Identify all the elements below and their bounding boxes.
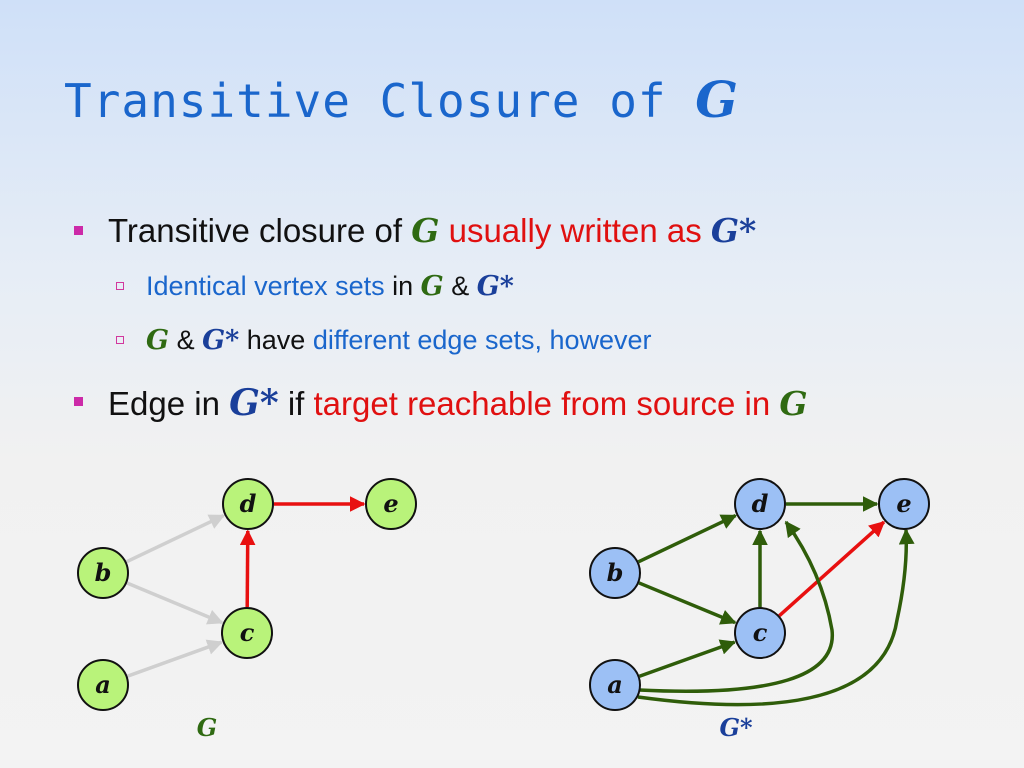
left-node-label-d: d	[240, 489, 257, 518]
left-node-a	[77, 659, 129, 711]
right-node-c	[734, 607, 786, 659]
bullet-2-text-c: target reachable from source in	[313, 385, 780, 422]
right-edge-b-c	[638, 581, 737, 625]
right-edge-a-d	[638, 520, 834, 693]
right-edge-a-c	[638, 639, 737, 678]
sub-bullet-1-text-a: Identical vertex sets	[146, 271, 385, 301]
sub-bullet-marker	[116, 282, 124, 290]
sub-bullet-2: G & G* have different edge sets, however	[146, 325, 652, 356]
bullet-marker	[74, 226, 83, 235]
left-edge-b-c	[126, 581, 224, 625]
right-node-label-e: e	[896, 489, 911, 518]
right-node-e	[878, 478, 930, 530]
left-node-c	[221, 607, 273, 659]
bullet-2: Edge in G* if target reachable from sour…	[108, 382, 808, 424]
bullet-1-text-a: Transitive closure of	[108, 212, 412, 249]
title-variable: G	[695, 70, 739, 129]
left-edge-a-c	[126, 639, 224, 678]
left-edge-c-d	[239, 529, 256, 608]
left-node-label-b: b	[95, 558, 112, 587]
sub-bullet-1-gstar: G*	[476, 271, 514, 302]
bullet-2-gstar: G*	[229, 382, 279, 424]
sub-bullet-marker	[116, 336, 124, 344]
bullet-1-text-b: usually written as	[439, 212, 711, 249]
right-edge-b-d	[637, 514, 738, 564]
right-graph-caption: G*	[719, 713, 752, 742]
right-node-a	[589, 659, 641, 711]
bullet-2-text-a: Edge in	[108, 385, 230, 422]
left-node-label-e: e	[383, 489, 398, 518]
sub-bullet-1: Identical vertex sets in G & G*	[146, 271, 514, 302]
right-node-b	[589, 547, 641, 599]
sub-bullet-2-text-c: different edge sets, however	[312, 325, 652, 355]
right-edge-a-e	[637, 528, 915, 707]
bullet-1: Transitive closure of G usually written …	[108, 211, 756, 250]
bullet-marker	[74, 397, 83, 406]
left-node-b	[77, 547, 129, 599]
left-node-label-a: a	[95, 670, 111, 699]
sub-bullet-1-text-b: in	[384, 271, 421, 301]
left-node-e	[365, 478, 417, 530]
sub-bullet-2-text-b: have	[239, 325, 313, 355]
right-node-label-b: b	[607, 558, 624, 587]
left-edge-b-d	[125, 514, 226, 564]
right-node-label-d: d	[752, 489, 769, 518]
sub-bullet-2-g: G	[146, 325, 170, 356]
bullet-1-gstar: G*	[710, 211, 757, 250]
slide-title: Transitive Closure of G	[64, 70, 739, 129]
right-node-label-c: c	[753, 618, 768, 647]
sub-bullet-1-text-c: &	[443, 271, 477, 301]
left-graph-caption: G	[197, 713, 218, 742]
left-node-label-c: c	[240, 618, 255, 647]
bullet-1-g: G	[411, 211, 440, 250]
sub-bullet-1-g: G	[420, 271, 444, 302]
right-node-label-a: a	[607, 670, 623, 699]
bullet-2-text-b: if	[278, 385, 314, 422]
right-node-d	[734, 478, 786, 530]
bullet-2-g: G	[779, 384, 808, 423]
right-edge-c-e	[778, 520, 886, 617]
sub-bullet-2-gstar: G*	[202, 325, 240, 356]
title-text: Transitive Closure of	[64, 74, 696, 128]
sub-bullet-2-text-a: &	[169, 325, 203, 355]
left-node-d	[222, 478, 274, 530]
